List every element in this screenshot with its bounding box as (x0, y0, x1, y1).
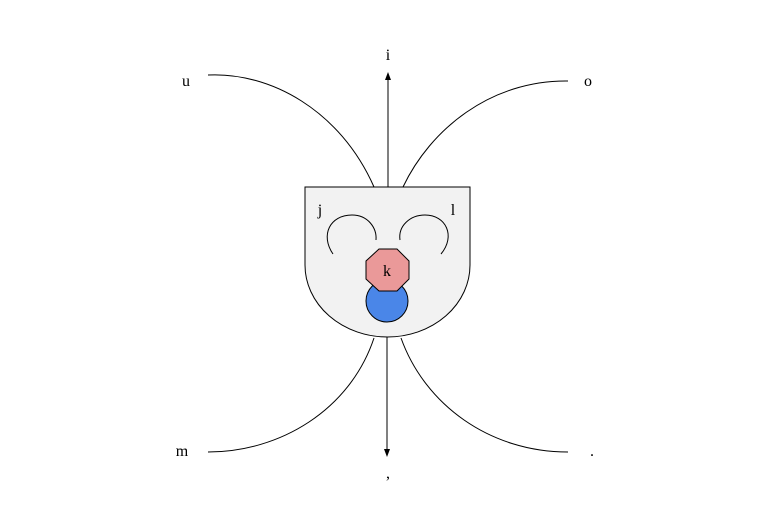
label-m: m (176, 443, 189, 460)
label-o: o (584, 73, 592, 90)
label-comma: , (386, 465, 390, 482)
label-i: i (386, 47, 391, 64)
label-u: u (182, 73, 190, 90)
label-period: . (590, 443, 594, 460)
label-k: k (383, 263, 391, 280)
curve-to-o (402, 80, 569, 188)
label-l: l (451, 202, 456, 219)
octagon-k (365, 248, 410, 292)
curve-to-period (400, 337, 569, 453)
arc-right (399, 214, 449, 255)
arc-left (326, 214, 377, 255)
curve-to-m (207, 337, 375, 453)
label-j: j (317, 202, 322, 219)
curve-to-u (207, 74, 375, 188)
